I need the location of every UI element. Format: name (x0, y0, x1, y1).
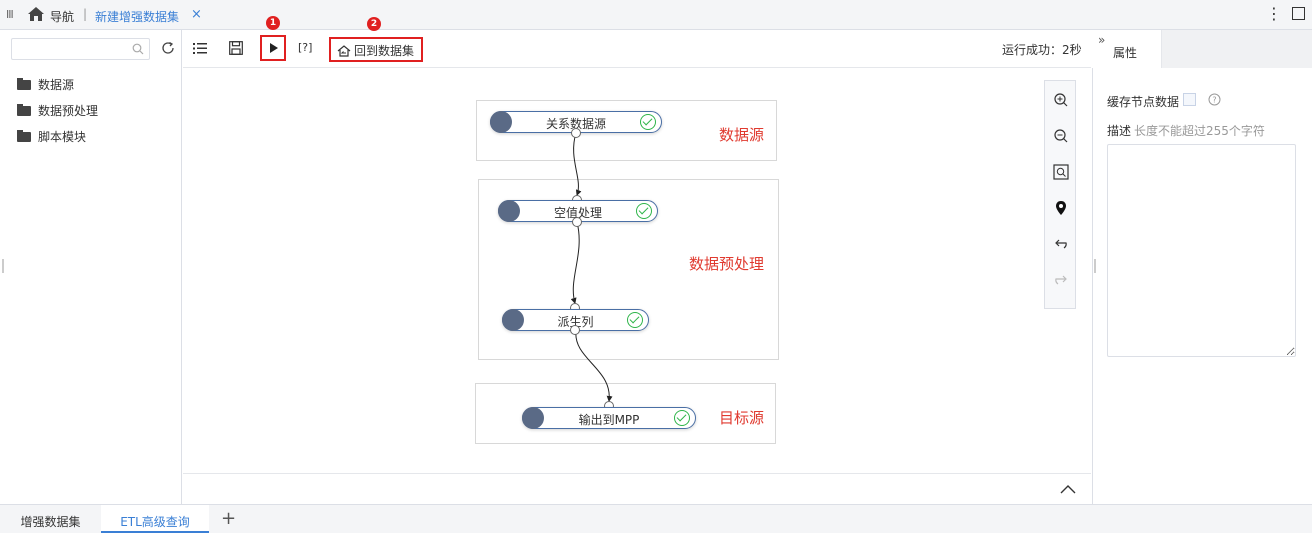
canvas-controls (1044, 80, 1076, 309)
node-label: 派生列 (557, 315, 594, 329)
more-options-icon[interactable]: ⋮ (1266, 4, 1282, 23)
node-label: 关系数据源 (545, 117, 606, 131)
datasource-node-icon (490, 111, 512, 133)
bottom-tab-bar (0, 504, 1312, 533)
locate-icon[interactable] (1053, 200, 1069, 216)
folder-icon (17, 104, 31, 116)
step-badge-1: 1 (266, 16, 280, 30)
top-bar: III 导航 | 新建增强数据集 × ⋮ (0, 0, 1312, 30)
run-status: 运行成功：2秒 (1002, 43, 1082, 57)
description-hint: 长度不能超过255个字符 (1134, 124, 1265, 138)
window-toggle-icon[interactable] (1292, 7, 1305, 20)
group-label: 数据源 (719, 126, 765, 144)
tab-properties[interactable]: » 属性 (1092, 30, 1162, 68)
tree-item-label: 脚本模块 (38, 130, 87, 144)
check-icon (640, 114, 656, 130)
check-icon (636, 203, 652, 219)
description-textarea[interactable] (1107, 144, 1296, 357)
step-badge-2: 2 (367, 17, 381, 31)
derived-column-node-icon (502, 309, 524, 331)
tree-item-label: 数据源 (38, 78, 75, 92)
cache-node-data-label: 缓存节点数据 (1107, 95, 1180, 109)
run-icon (270, 43, 278, 53)
menu-icon[interactable]: III (6, 8, 14, 21)
edge-null-to-derived (570, 221, 580, 304)
left-resize-handle[interactable] (2, 259, 4, 273)
tab-label: 增强数据集 (20, 515, 81, 529)
group-label: 目标源 (719, 409, 765, 427)
undo-icon[interactable] (1053, 236, 1069, 252)
tab-new-dataset[interactable]: 新建增强数据集 (95, 10, 180, 24)
tree-item-script[interactable]: 脚本模块 (17, 128, 86, 145)
tree-item-label: 数据预处理 (38, 104, 99, 118)
null-handling-node-icon (498, 200, 520, 222)
search-input[interactable] (11, 38, 150, 60)
check-icon (674, 410, 690, 426)
tab-separator: | (83, 7, 88, 21)
help-button[interactable]: [?] (298, 41, 313, 54)
close-tab-icon[interactable]: × (191, 7, 202, 22)
tab-enhanced-dataset[interactable]: 增强数据集 (0, 505, 101, 533)
description-label: 描述 (1107, 124, 1132, 138)
output-port[interactable] (572, 217, 582, 227)
flow-connectors (570, 132, 613, 402)
svg-text:?: ? (1212, 96, 1216, 105)
folder-icon (17, 130, 31, 142)
canvas-footer (183, 473, 1091, 504)
back-to-dataset-button[interactable]: 回到数据集 (329, 37, 423, 62)
tab-etl-query[interactable]: ETL高级查询 (101, 505, 209, 533)
edge-derived-to-output (575, 330, 613, 402)
fit-view-icon[interactable] (1053, 164, 1069, 180)
node-null-handling[interactable]: 空值处理 (498, 200, 658, 222)
help-icon[interactable]: ? (1208, 93, 1221, 106)
node-derived-column[interactable]: 派生列 (502, 309, 649, 331)
edge-datasource-to-null (573, 132, 582, 196)
nav-tab[interactable]: 导航 (50, 10, 75, 24)
run-button[interactable] (260, 35, 286, 61)
refresh-icon[interactable] (160, 40, 176, 56)
node-output-mpp[interactable]: 输出到MPP (522, 407, 696, 429)
tree-item-datasource[interactable]: 数据源 (17, 76, 74, 93)
search-icon[interactable] (132, 43, 144, 55)
folder-icon (17, 78, 31, 90)
back-to-dataset-label: 回到数据集 (354, 44, 415, 58)
collapse-up-icon[interactable] (1060, 484, 1076, 494)
tab-properties-label: 属性 (1113, 46, 1138, 60)
group-label: 数据预处理 (689, 255, 765, 273)
check-icon (627, 312, 643, 328)
collapse-panel-icon[interactable]: » (1098, 33, 1106, 47)
node-label: 输出到MPP (578, 413, 640, 427)
add-tab-button[interactable]: + (221, 508, 237, 529)
output-port[interactable] (570, 325, 580, 335)
redo-icon[interactable] (1053, 272, 1069, 288)
zoom-out-icon[interactable] (1053, 128, 1069, 144)
node-label: 空值处理 (553, 206, 602, 220)
tree-item-preprocess[interactable]: 数据预处理 (17, 102, 98, 119)
zoom-in-icon[interactable] (1053, 92, 1069, 108)
cache-node-data-checkbox[interactable] (1183, 93, 1196, 106)
right-resize-handle[interactable] (1094, 259, 1096, 273)
node-relational-datasource[interactable]: 关系数据源 (490, 111, 662, 133)
output-node-icon (522, 407, 544, 429)
save-icon[interactable] (229, 41, 243, 55)
toolbar (183, 30, 1091, 68)
output-port[interactable] (571, 128, 581, 138)
list-icon[interactable] (193, 42, 207, 55)
home-icon[interactable] (27, 6, 45, 22)
tab-label: ETL高级查询 (120, 515, 190, 529)
back-to-dataset-icon (337, 45, 351, 57)
